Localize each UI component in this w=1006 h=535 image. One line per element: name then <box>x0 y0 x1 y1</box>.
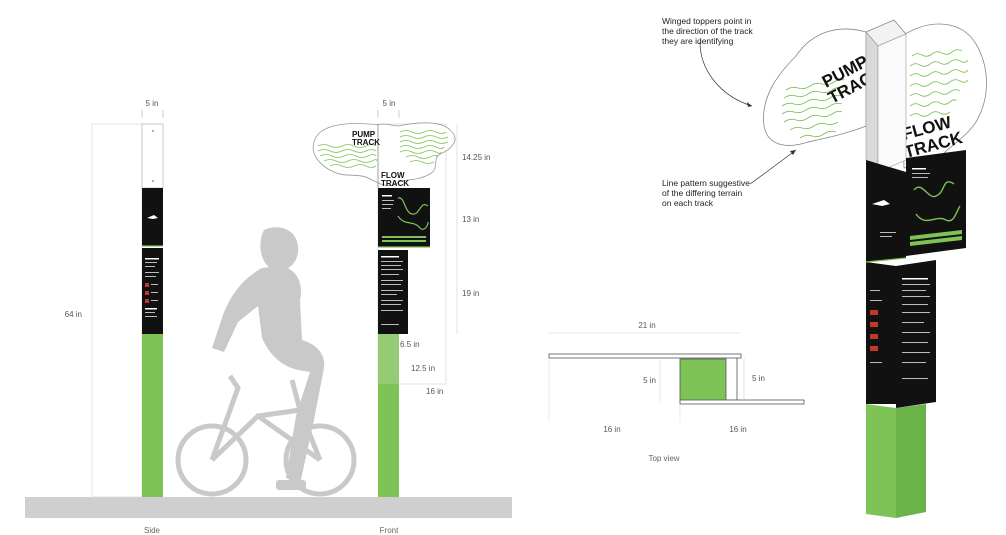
persp-post-lower-panel-left <box>866 262 896 404</box>
top-right-width-label: 16 in <box>729 425 746 434</box>
side-height-label: 64 in <box>65 310 82 319</box>
front-panel-upper <box>378 188 430 247</box>
front-topper-track-left: TRACK <box>352 138 380 147</box>
top-view: 21 in 5 in 5 in 16 in 16 in Top view <box>548 321 805 463</box>
persp-annotation-top-line-3: they are identifying <box>662 36 734 46</box>
front-topper-track-right: TRACK <box>381 179 409 188</box>
top-overall-label: 21 in <box>638 321 655 330</box>
front-dim-overall-width: 16 in <box>426 387 443 396</box>
front-topper-pump: PUMP <box>352 130 376 139</box>
front-caption: Front <box>380 526 399 535</box>
front-topper-left-pattern <box>317 144 377 168</box>
side-height-guide <box>91 123 143 498</box>
persp-annotation-bottom-line-1: Line pattern suggestive <box>662 178 750 188</box>
front-dim-panel-width: 12.5 in <box>411 364 435 373</box>
side-topper <box>141 123 164 189</box>
persp-annotation-top-leader <box>699 41 753 107</box>
front-view: PUMP TRACK FLOW TRACK 5 in 14.25 in 13 i… <box>312 99 490 535</box>
top-right-depth-label: 5 in <box>752 374 765 383</box>
persp-post-lower-panel-right <box>896 260 936 408</box>
front-dim-offset: 6.5 in <box>400 340 420 349</box>
front-topper-flow: FLOW <box>381 171 405 180</box>
front-dim-topper: 14.25 in <box>462 153 490 162</box>
persp-post-base-right <box>896 404 926 518</box>
front-panel-lower <box>378 250 408 334</box>
persp-left-pattern <box>781 78 845 139</box>
perspective-view: PUMP TRACK FLOW TRACK <box>662 16 987 518</box>
top-caption: Top view <box>648 454 679 463</box>
top-left-width-label: 16 in <box>603 425 620 434</box>
top-right-wing <box>679 399 805 405</box>
side-post-green <box>142 334 163 497</box>
persp-right-pattern <box>909 49 969 117</box>
persp-annotation-top-line-2: the direction of the track <box>662 26 753 36</box>
ground-slab <box>25 497 512 518</box>
front-dim-upper-panel: 13 in <box>462 215 479 224</box>
top-left-wing <box>548 353 742 359</box>
top-post-section <box>679 358 727 402</box>
persp-right-wing <box>901 23 987 169</box>
front-dim-lower-panel: 19 in <box>462 289 479 298</box>
persp-annotation-top-line-1: Winged toppers point in <box>662 16 752 26</box>
persp-annotation-bottom-line-2: of the differing terrain <box>662 188 742 198</box>
persp-post-panel-right <box>906 150 966 256</box>
persp-annotation-bottom-leader <box>749 149 797 185</box>
front-width-label: 5 in <box>383 99 396 108</box>
persp-left-wing <box>763 28 867 146</box>
persp-post-panel-left <box>866 160 906 262</box>
side-caption: Side <box>144 526 161 535</box>
persp-post-base-left <box>866 404 896 518</box>
persp-annotation-bottom-line-3: on each track <box>662 198 714 208</box>
top-left-depth-label: 5 in <box>643 376 656 385</box>
cyclist-silhouette <box>175 227 357 497</box>
persp-post-topper-face <box>865 31 879 173</box>
side-view: 5 in 64 in Side <box>65 99 164 535</box>
front-topper-right-pattern <box>399 130 449 164</box>
side-width-label: 5 in <box>146 99 159 108</box>
front-post-base-ghost <box>378 334 399 384</box>
